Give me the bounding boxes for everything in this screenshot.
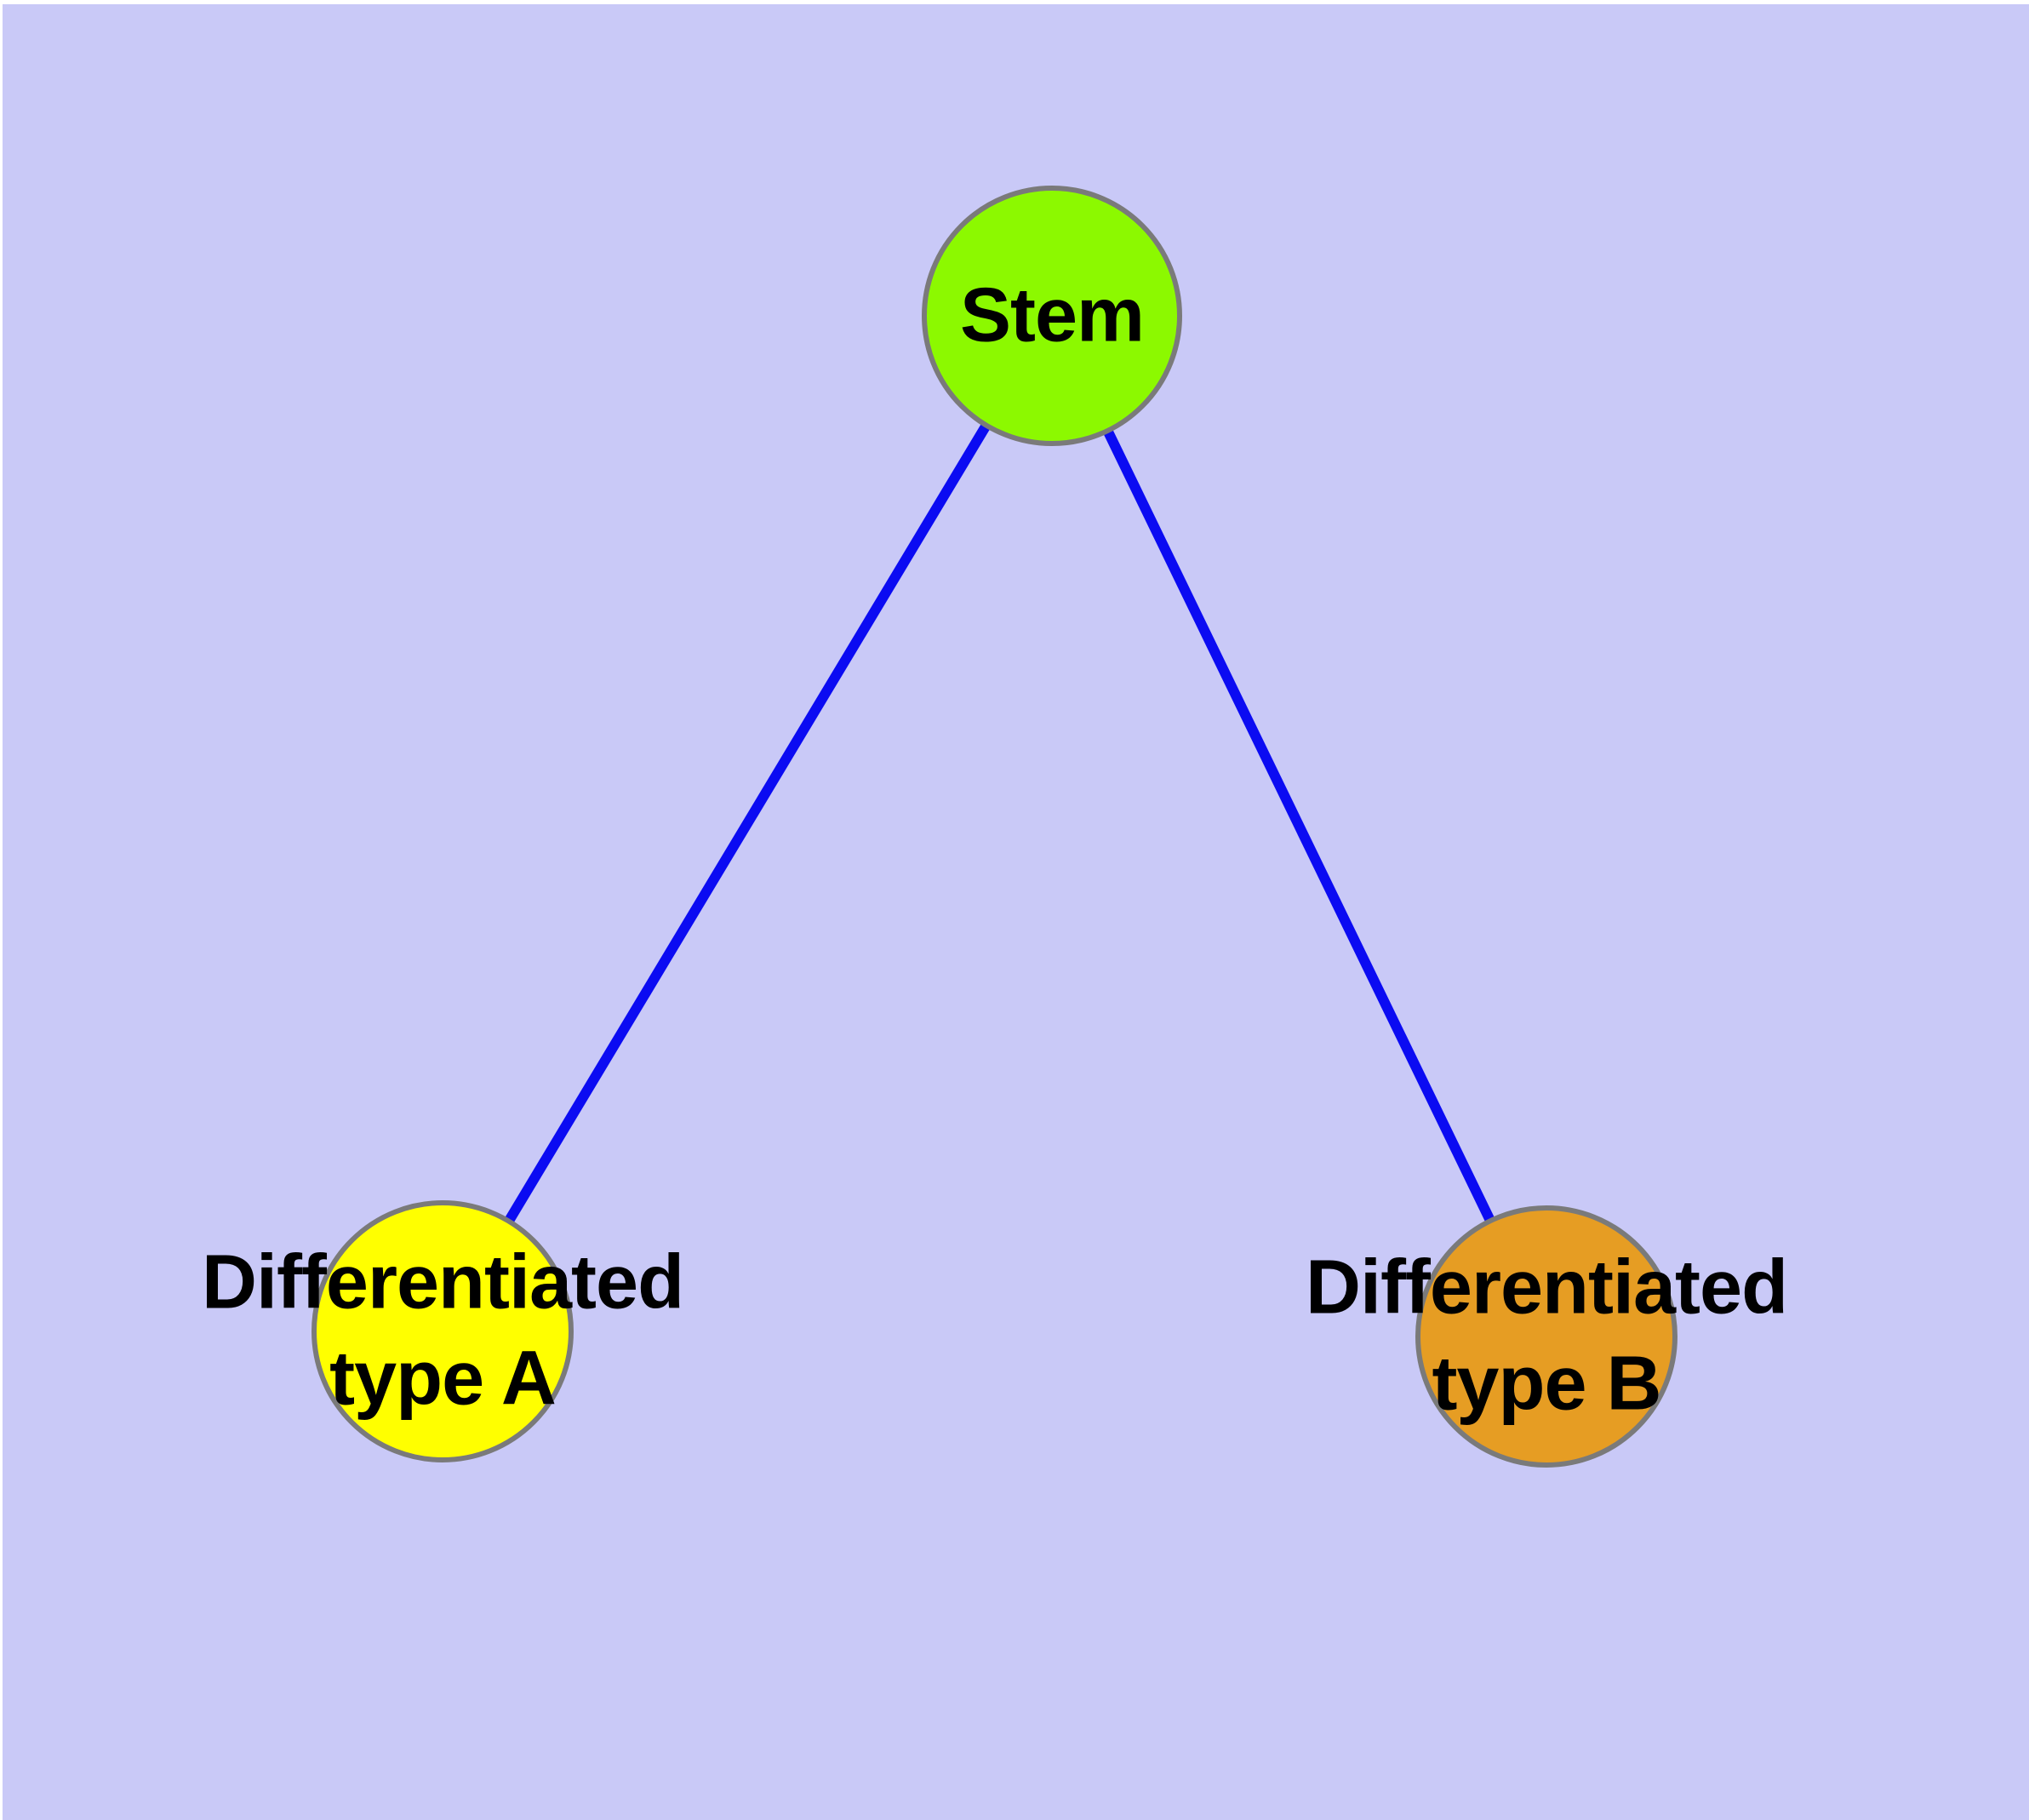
edge-stem-to-type-a — [437, 312, 1057, 1335]
node-stem-label: Stem — [959, 272, 1145, 358]
node-differentiated-type-b-circle — [1415, 1205, 1677, 1468]
node-stem-circle — [922, 186, 1182, 446]
edge-stem-to-type-b — [1047, 313, 1552, 1339]
node-differentiated-type-b-label: Differentiated type B — [1305, 1245, 1788, 1427]
node-differentiated-type-a-circle — [311, 1200, 574, 1462]
node-differentiated-type-a-label: Differentiated type A — [201, 1239, 684, 1422]
